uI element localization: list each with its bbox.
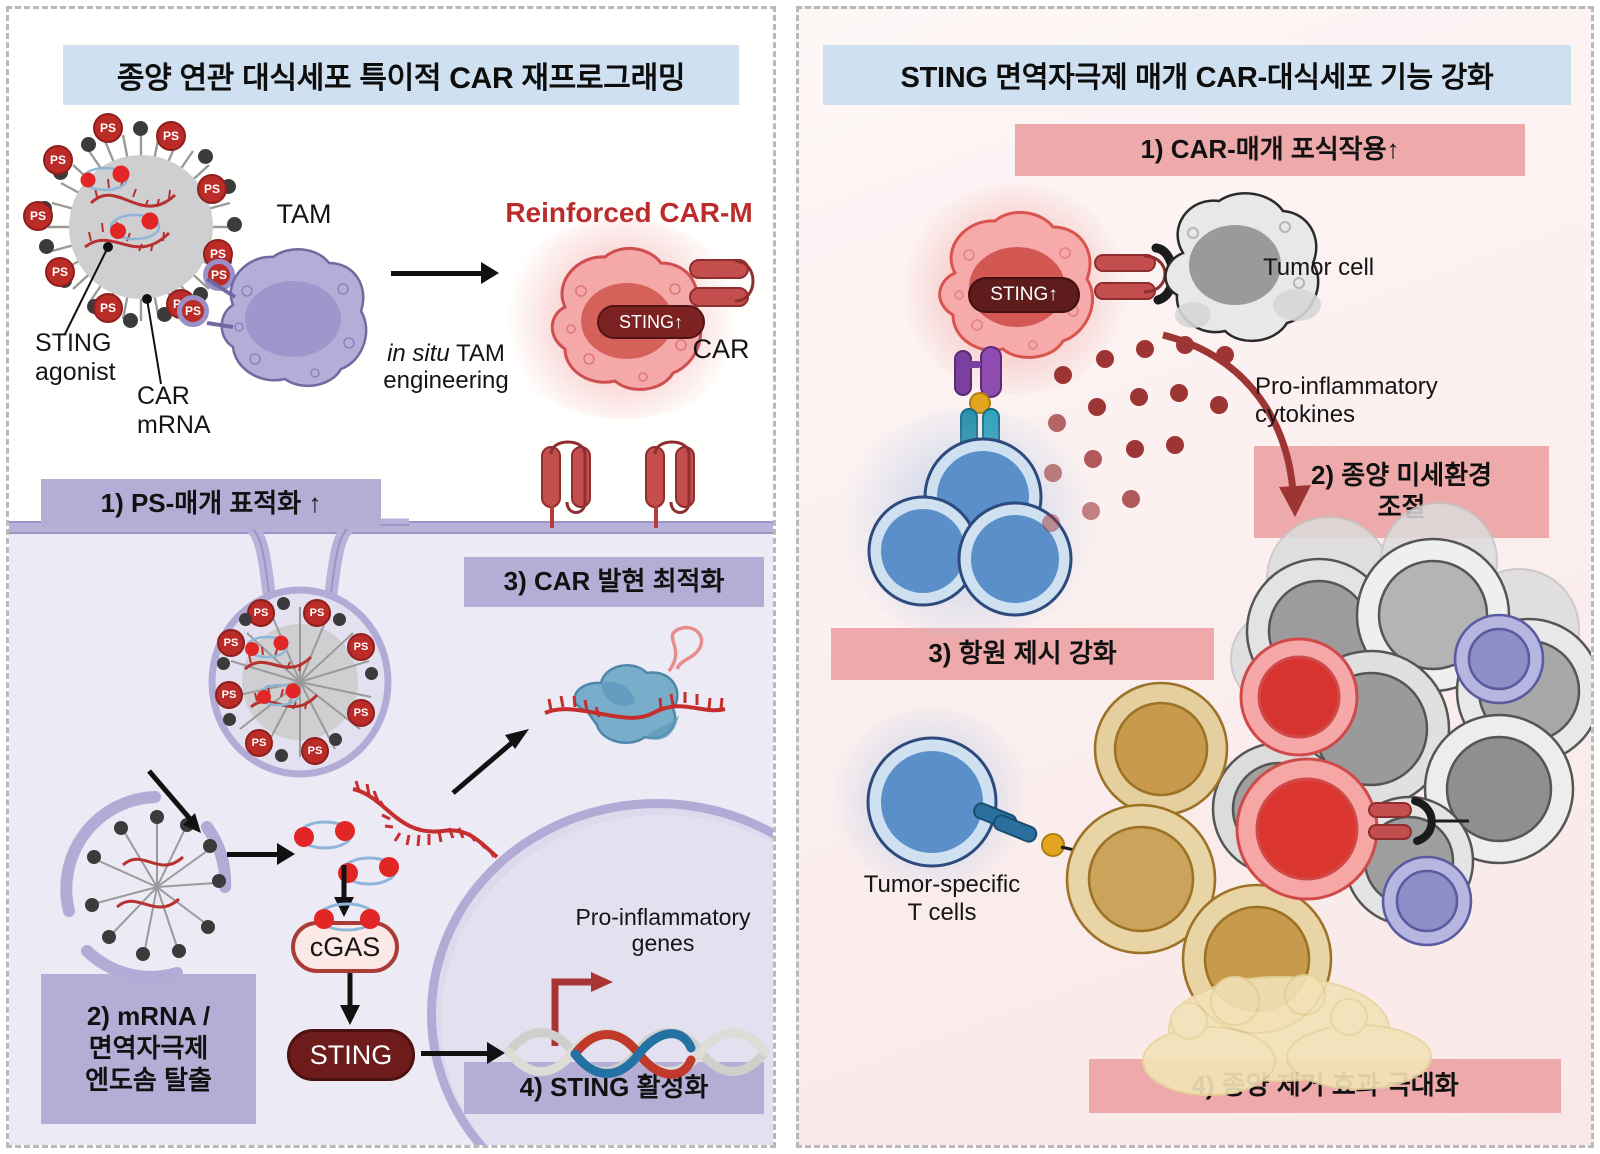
ps-marker: PS: [93, 113, 123, 143]
ps-marker: PS: [347, 633, 375, 661]
tumor-cell-label: Tumor cell: [1263, 254, 1375, 281]
ps-marker: PS: [247, 599, 275, 627]
surface-car-receptor: [541, 440, 601, 528]
panel-right-title: STING 면역자극제 매개 CAR-대식세포 기능 강화: [823, 45, 1571, 105]
free-car-mrna: [352, 780, 499, 859]
step-label-car-phagocytosis: 1) CAR-매개 포식작용↑: [1015, 124, 1525, 176]
cytokine-release: [1042, 331, 1311, 532]
sting-badge: STING: [287, 1029, 415, 1081]
liposome-nanoparticle: PS PS PS PS PS PS PS PS PS PS PS: [23, 113, 251, 337]
arrow-to-cgas: [334, 865, 354, 917]
step-label-car-expression: 3) CAR 발현 최적화: [464, 557, 764, 607]
t-cell-cluster: [867, 437, 1073, 617]
sting-up-badge-right: STING↑: [968, 277, 1080, 313]
tumor-mass-cluster: [1065, 502, 1591, 1096]
ps-marker: PS: [156, 121, 186, 151]
surface-car-receptor: [645, 440, 705, 528]
tumor-specific-t-cell: [866, 736, 998, 868]
pro-inflammatory-cytokines-label: Pro-inflammatory cytokines: [1255, 373, 1438, 428]
ps-marker: PS: [215, 681, 243, 709]
endosome-vesicle: PS PS PS PS PS PS PS PS: [205, 577, 395, 778]
sting-agonist-molecule: [245, 635, 301, 707]
tumor-cell-right: [1164, 192, 1321, 343]
ps-marker: PS: [347, 699, 375, 727]
ps-marker: PS: [217, 629, 245, 657]
ps-marker: PS: [43, 145, 73, 175]
car-receptor-glyph: [689, 257, 761, 321]
ps-marker-bound: PS: [177, 295, 209, 327]
ps-marker: PS: [197, 174, 227, 204]
arrow-to-ruptured-endosome: [147, 769, 201, 833]
ruptured-endosome: [60, 791, 232, 983]
tam-macrophage: [205, 248, 368, 387]
in-situ-rest: TAM engineering: [383, 339, 509, 395]
label-leader-lines: [64, 242, 162, 385]
sting-agonist-molecule: [80, 165, 161, 241]
sting-agonist-label: STING agonist: [35, 329, 116, 386]
arrow-sting-to-nucleus-head: [487, 1042, 505, 1064]
ps-marker: PS: [45, 257, 75, 287]
ps-marker: PS: [303, 599, 331, 627]
free-sting-agonist: [294, 820, 399, 886]
tcr-mhc-bridge: [973, 802, 1098, 857]
sting-up-badge-left: STING↑: [597, 305, 705, 339]
arrow-cgas-to-sting: [340, 973, 360, 1025]
in-situ-italic: in situ: [387, 339, 450, 367]
tumor-specific-t-cells-label: Tumor-specific T cells: [863, 871, 1021, 926]
tam-label: TAM: [276, 199, 332, 229]
transform-arrow-head: [481, 262, 499, 284]
step-label-antigen-presentation: 3) 항원 제시 강화: [831, 628, 1214, 680]
car-mrna-label: CAR mRNA: [137, 382, 211, 439]
car-label: CAR: [692, 334, 750, 364]
arrow-sting-to-nucleus-line: [421, 1051, 489, 1056]
dna-transcription: [504, 972, 770, 1079]
ps-marker: PS: [93, 293, 123, 323]
panel-left-title: 종양 연관 대식세포 특이적 CAR 재프로그래밍: [63, 45, 739, 105]
ps-marker: PS: [301, 737, 329, 765]
arrow-release-line: [227, 852, 279, 857]
cgamp-on-cgas: [314, 902, 380, 932]
arrow-to-ribosome: [451, 729, 529, 795]
ribosome-translation: [544, 625, 726, 745]
ps-marker: PS: [245, 729, 273, 757]
step-label-endosomal-escape: 2) mRNA / 면역자극제 엔도솜 탈출: [41, 974, 256, 1124]
panel-left: 종양 연관 대식세포 특이적 CAR 재프로그래밍: [6, 6, 776, 1148]
arrow-release-head: [277, 843, 295, 865]
panel-right: STING 면역자극제 매개 CAR-대식세포 기능 강화 1) CAR-매개 …: [796, 6, 1594, 1148]
in-situ-engineering-label: in situ TAM engineering: [381, 312, 511, 395]
encapsulated-mrna: [80, 165, 177, 252]
pro-inflammatory-genes-label: Pro-inflammatory genes: [575, 904, 751, 957]
transform-arrow-line: [391, 271, 483, 276]
ps-marker: PS: [23, 201, 53, 231]
step-label-ps-targeting: 1) PS-매개 표적화 ↑: [41, 479, 381, 529]
